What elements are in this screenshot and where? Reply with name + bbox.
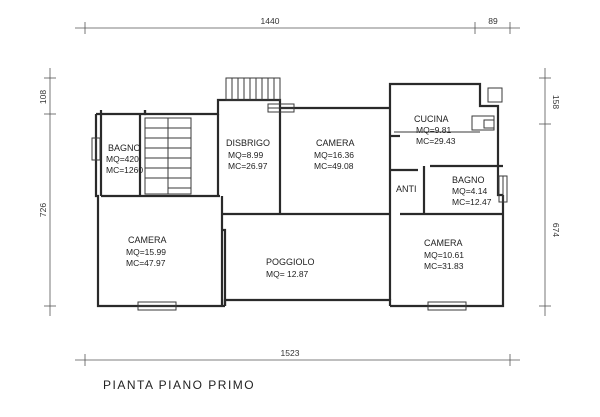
- room-area: MQ=8.99: [228, 150, 263, 160]
- room-disbrigo: DISBRIGO MQ=8.99 MC=26.97: [226, 138, 270, 171]
- room-volume: MC=31.83: [424, 261, 464, 271]
- room-poggiolo: POGGIOLO MQ= 12.87: [266, 257, 315, 279]
- room-camera-2: CAMERA MQ=15.99 MC=47.97: [126, 235, 167, 268]
- room-area: MQ=4.14: [452, 186, 487, 196]
- room-area: MQ=420: [106, 154, 139, 164]
- room-volume: MC=12.47: [452, 197, 492, 207]
- room-volume: MC=49.08: [314, 161, 354, 171]
- dimension-top-main: 1440: [261, 16, 280, 26]
- left-dimension-line: 108 726: [38, 68, 56, 316]
- dimension-bottom: 1523: [281, 348, 300, 358]
- room-name: CUCINA: [414, 114, 449, 124]
- staircase-top: [225, 77, 281, 101]
- room-bagno-2: BAGNO MQ=4.14 MC=12.47: [452, 175, 492, 207]
- bottom-dimension-line: 1523: [75, 348, 520, 366]
- dimension-right-lower: 674: [551, 223, 561, 237]
- room-name: POGGIOLO: [266, 257, 315, 267]
- plan-caption: PIANTA PIANO PRIMO: [103, 378, 255, 392]
- room-name: BAGNO: [452, 175, 485, 185]
- dimension-right-upper: 158: [551, 95, 561, 109]
- room-volume: MC=26.97: [228, 161, 268, 171]
- right-dimension-line: 158 674: [539, 68, 561, 316]
- room-area: MQ=10.61: [424, 250, 464, 260]
- room-camera-3: CAMERA MQ=10.61 MC=31.83: [424, 238, 464, 271]
- interior-walls: [101, 108, 503, 306]
- staircase-interior: [144, 117, 192, 195]
- room-name: CAMERA: [128, 235, 167, 245]
- room-camera-1: CAMERA MQ=16.36 MC=49.08: [314, 138, 355, 171]
- room-name: BAGNO: [108, 143, 141, 153]
- dimension-top-right: 89: [488, 16, 498, 26]
- room-area: MQ= 12.87: [266, 269, 309, 279]
- top-dimension-line: 1440 89: [75, 16, 520, 34]
- kitchen-fixtures: [394, 115, 495, 133]
- room-bagno-1: BAGNO MQ=420 MC=1260: [106, 143, 143, 175]
- room-volume: MC=47.97: [126, 258, 166, 268]
- anti-label: ANTI: [396, 184, 417, 194]
- room-name: CAMERA: [316, 138, 355, 148]
- room-volume: MC=29.43: [416, 136, 456, 146]
- room-name: CAMERA: [424, 238, 463, 248]
- windows: [91, 87, 508, 311]
- room-cucina: CUCINA MQ=9.81 MC=29.43: [414, 114, 456, 146]
- dimension-left-upper: 108: [38, 90, 48, 104]
- room-area: MQ=9.81: [416, 125, 451, 135]
- room-volume: MC=1260: [106, 165, 143, 175]
- room-name: DISBRIGO: [226, 138, 270, 148]
- room-area: MQ=16.36: [314, 150, 354, 160]
- dimension-left-lower: 726: [38, 203, 48, 217]
- room-area: MQ=15.99: [126, 247, 166, 257]
